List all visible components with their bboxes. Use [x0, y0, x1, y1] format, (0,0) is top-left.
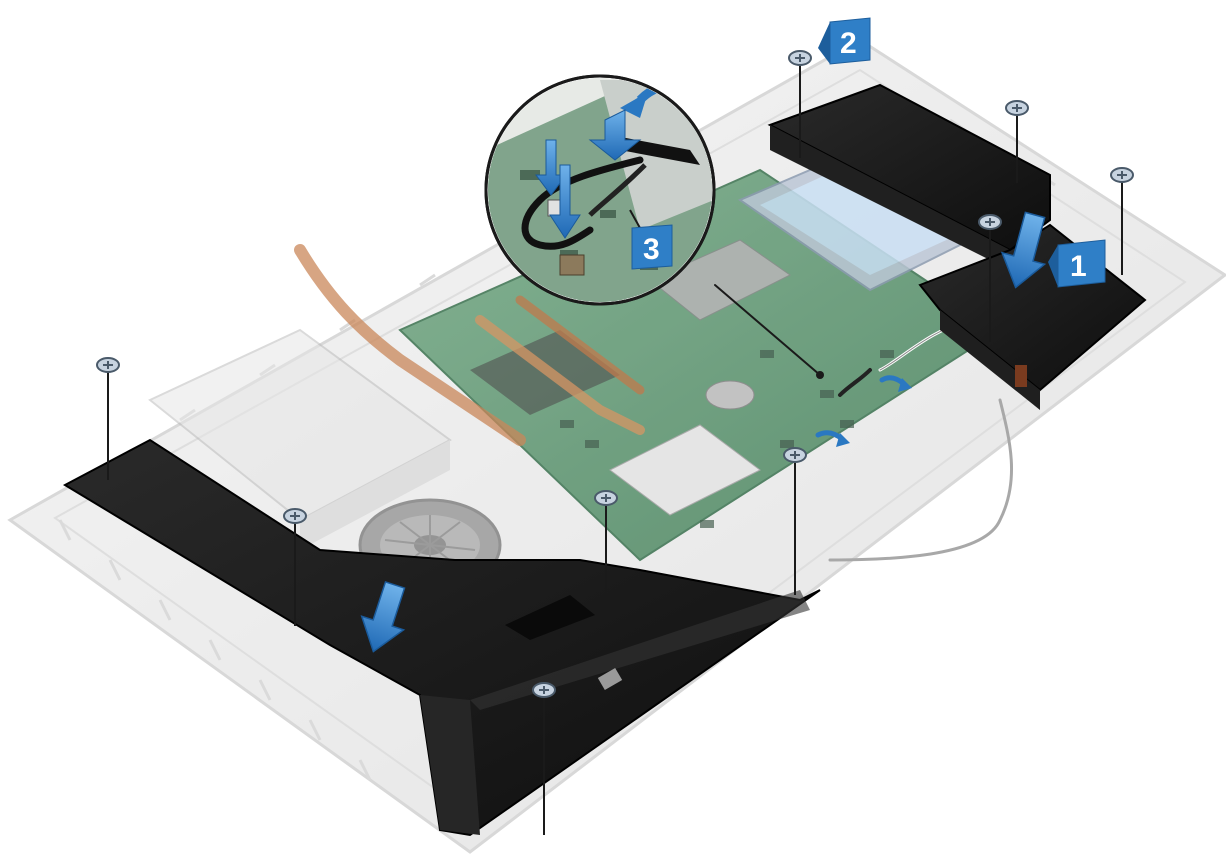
screw-icon	[96, 357, 120, 480]
step-callout-1: 1	[1048, 239, 1106, 288]
power-supply	[148, 328, 452, 550]
zoom-inset	[484, 74, 716, 306]
screw-icon	[1110, 167, 1134, 275]
screw-icon	[532, 682, 556, 835]
step-label-2: 2	[840, 27, 857, 60]
screws	[96, 50, 1134, 835]
curved-arrow-icon	[815, 430, 850, 447]
step-label-1: 1	[1070, 250, 1087, 283]
screw-icon	[978, 214, 1002, 342]
screw-icon	[783, 447, 807, 595]
curved-arrow-icon	[620, 92, 648, 118]
left-speaker	[62, 438, 821, 837]
screw-icon	[1005, 100, 1029, 183]
step-label-3: 3	[643, 233, 660, 266]
heat-pipes	[294, 244, 645, 446]
screw-icon	[594, 490, 618, 598]
arrow-down-icon	[360, 580, 406, 653]
screw-icon	[283, 508, 307, 626]
arrow-down-icon	[1000, 211, 1047, 289]
step-callout-3: 3	[629, 209, 673, 270]
step-callout-2: 2	[818, 17, 871, 65]
curved-arrow-icon	[879, 375, 912, 392]
screw-icon	[788, 50, 812, 158]
